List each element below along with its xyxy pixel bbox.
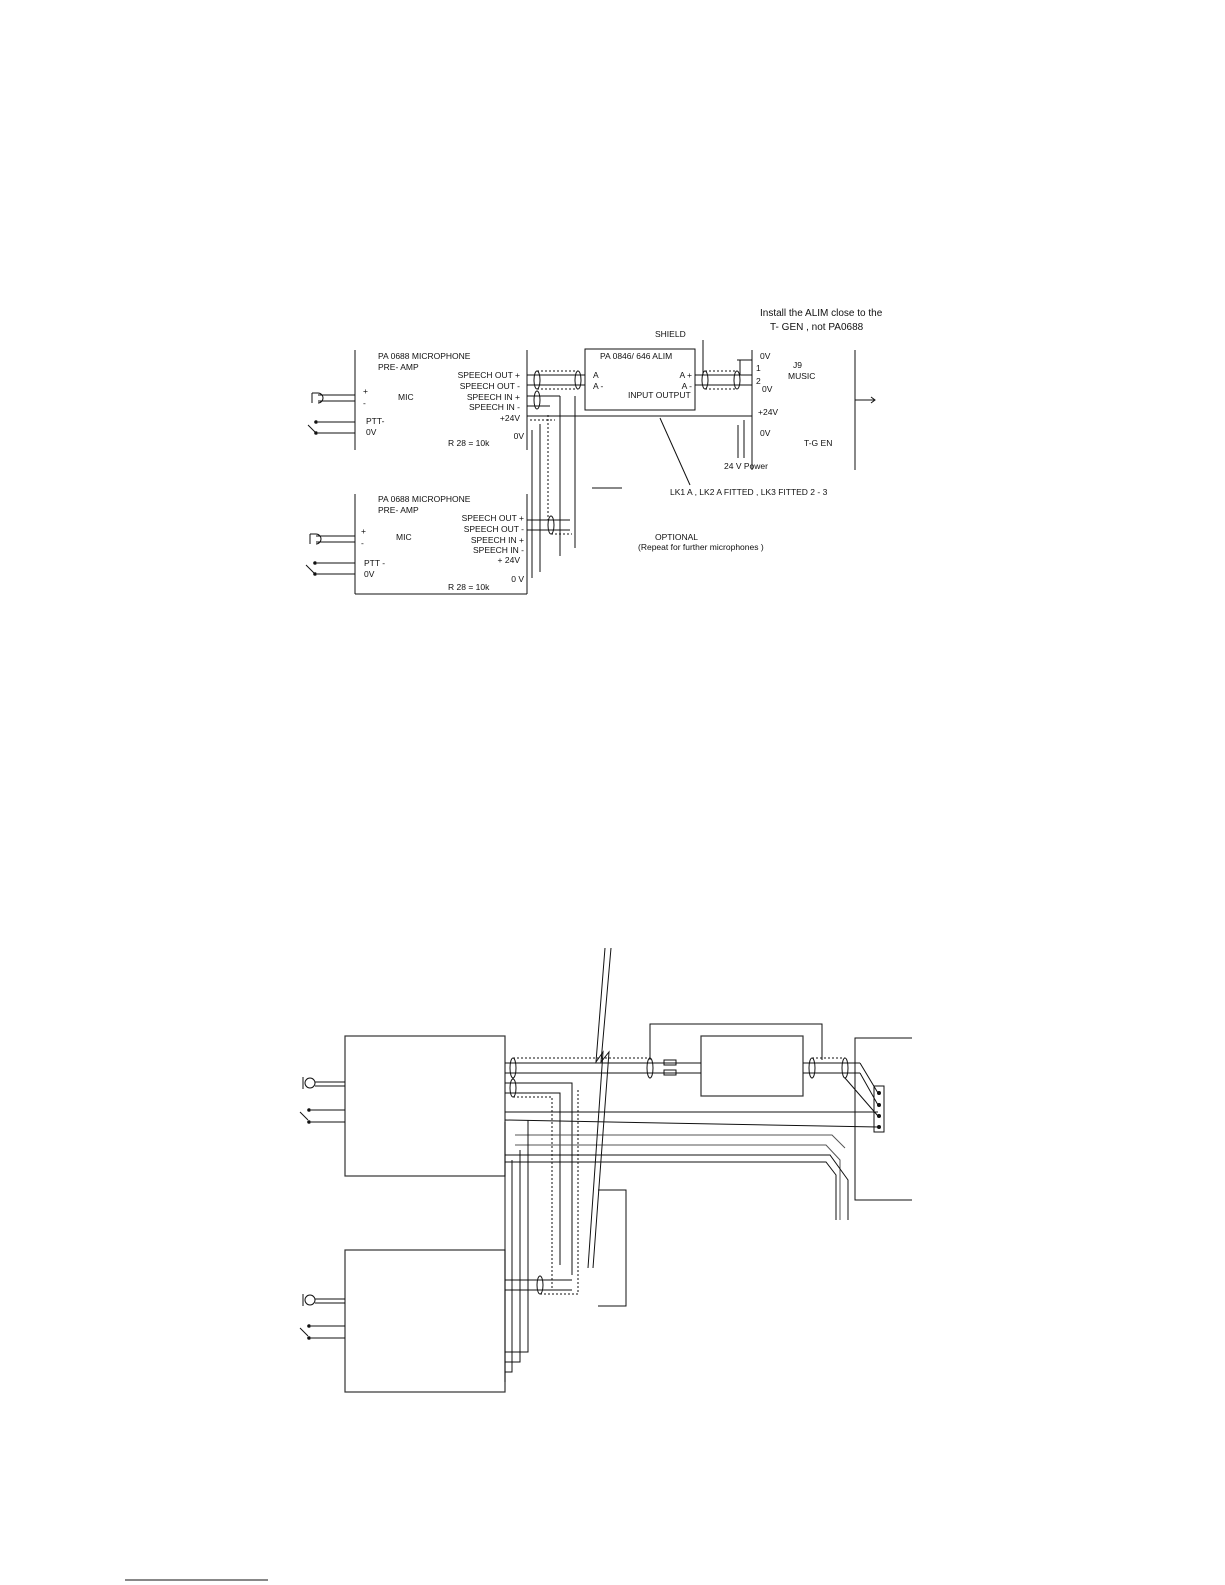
preamp-2-mic-label: MIC xyxy=(396,532,412,542)
preamp-2-box xyxy=(344,1249,506,1393)
shield-ring xyxy=(574,370,582,390)
preamp-2-pin-speech-out-plus: SPEECH OUT + xyxy=(462,513,524,523)
terminal-block xyxy=(873,1085,885,1133)
mic-1-icon xyxy=(304,1077,316,1089)
preamp-1-ptt: PTT- xyxy=(366,416,385,426)
tgen-music: MUSIC xyxy=(788,371,815,381)
preamp-1-ptt-switch-icon xyxy=(307,424,317,434)
tgen-plus24v: +24V xyxy=(758,407,778,417)
cable-break-line xyxy=(592,947,612,1269)
preamp-2-pin-speech-in-plus: SPEECH IN + xyxy=(471,535,524,545)
preamp-1-pin-speech-out-minus: SPEECH OUT - xyxy=(460,381,520,391)
shield-ring xyxy=(646,1057,654,1079)
preamp-1-pin-speech-in-plus: SPEECH IN + xyxy=(467,392,520,402)
shield-ring xyxy=(533,390,541,410)
shield-ring xyxy=(808,1057,816,1079)
alim-title: PA 0846/ 646 ALIM xyxy=(600,351,672,361)
optional-label: OPTIONAL xyxy=(655,532,698,542)
cable-break-line xyxy=(587,947,606,1269)
shield-ring xyxy=(533,370,541,390)
preamp-1-box xyxy=(344,1035,506,1177)
link-note: LK1 A , LK2 A FITTED , LK3 FITTED 2 - 3 xyxy=(670,487,828,497)
preamp-2-mic-plus: + xyxy=(361,526,366,536)
preamp-1-r28: R 28 = 10k xyxy=(448,438,490,448)
tgen-pin-2: 2 xyxy=(756,376,761,386)
preamp-1: PA 0688 MICROPHONE PRE- AMP + - MIC PTT-… xyxy=(307,350,528,450)
tgen-module: 0V 1 J9 MUSIC 2 0V +24V 0V T-G EN xyxy=(751,350,876,470)
preamp-2-subtitle: PRE- AMP xyxy=(378,505,419,515)
preamp-1-pin-24v: +24V xyxy=(500,413,520,423)
preamp-1-mic-minus: - xyxy=(363,398,366,408)
tgen-0v-top: 0V xyxy=(760,351,771,361)
ptt-2-switch-icon xyxy=(299,1327,309,1337)
ptt-1-switch-icon xyxy=(299,1111,309,1121)
shield-ring xyxy=(536,1275,544,1295)
alim-in-a-plus: A xyxy=(593,370,599,380)
tgen-frame xyxy=(854,1037,912,1201)
tgen-output-arrow-icon xyxy=(855,396,876,404)
tgen-name: T-G EN xyxy=(804,438,832,448)
preamp-1-pin-speech-in-minus: SPEECH IN - xyxy=(469,402,520,412)
preamp-1-title: PA 0688 MICROPHONE xyxy=(378,351,471,361)
shield-ring xyxy=(547,515,555,535)
alim-out-a-minus: A - xyxy=(682,381,693,391)
preamp-2: PA 0688 MICROPHONE PRE- AMP + - MIC PTT … xyxy=(305,494,528,595)
preamp-2-ptt-switch-icon xyxy=(305,564,315,574)
preamp-1-0v: 0V xyxy=(366,427,377,437)
preamp-2-mic-icon xyxy=(309,533,322,545)
optional-bracket xyxy=(598,1189,627,1307)
tgen-0v-music: 0V xyxy=(762,384,773,394)
alim-io-label: INPUT OUTPUT xyxy=(628,390,691,400)
bottom-wiring-diagram xyxy=(299,947,912,1393)
tgen-j9: J9 xyxy=(793,360,802,370)
alim-out-a-plus: A + xyxy=(679,370,692,380)
preamp-1-pin-0v: 0V xyxy=(514,431,525,441)
preamp-2-title: PA 0688 MICROPHONE xyxy=(378,494,471,504)
shield-label: SHIELD xyxy=(655,329,686,339)
alim-in-a-minus: A - xyxy=(593,381,604,391)
preamp-2-pin-speech-out-minus: SPEECH OUT - xyxy=(464,524,524,534)
preamp-2-pin-24v: + 24V xyxy=(498,555,521,565)
preamp-1-subtitle: PRE- AMP xyxy=(378,362,419,372)
shield-ring xyxy=(841,1057,849,1079)
optional-note: (Repeat for further microphones ) xyxy=(638,542,764,552)
preamp-2-ptt: PTT - xyxy=(364,558,385,568)
shield-ring xyxy=(509,1057,517,1079)
tgen-0v-bottom: 0V xyxy=(760,428,771,438)
alim-box xyxy=(584,348,696,411)
preamp-1-mic-icon xyxy=(311,392,324,404)
link-pointer xyxy=(659,417,691,486)
alim-box xyxy=(700,1035,804,1097)
power-label: 24 V Power xyxy=(724,461,768,471)
preamp-1-mic-plus: + xyxy=(363,386,368,396)
top-wiring-diagram: Install the ALIM close to the T- GEN , n… xyxy=(305,308,883,595)
preamp-1-mic-label: MIC xyxy=(398,392,414,402)
preamp-2-mic-minus: - xyxy=(361,538,364,548)
mic-2-icon xyxy=(304,1294,316,1306)
alim-module: PA 0846/ 646 ALIM A A - A + A - INPUT OU… xyxy=(584,348,696,411)
preamp-2-r28: R 28 = 10k xyxy=(448,582,490,592)
shield-ring xyxy=(509,1078,517,1098)
tgen-pin-1: 1 xyxy=(756,363,761,373)
shield-ring xyxy=(701,370,709,390)
preamp-1-pin-speech-out-plus: SPEECH OUT + xyxy=(458,370,520,380)
shield-ring xyxy=(733,370,741,390)
preamp-2-0v: 0V xyxy=(364,569,375,579)
install-note-line1: Install the ALIM close to the xyxy=(760,308,883,319)
preamp-2-pin-speech-in-minus: SPEECH IN - xyxy=(473,545,524,555)
install-note-line2: T- GEN , not PA0688 xyxy=(770,322,864,333)
preamp-2-pin-0v: 0 V xyxy=(511,574,524,584)
